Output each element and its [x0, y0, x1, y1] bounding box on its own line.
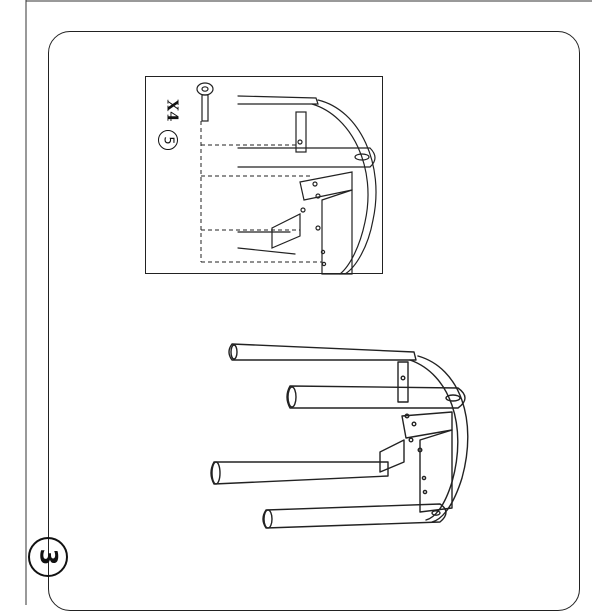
step-number-badge: 3 — [28, 537, 68, 577]
bolt-icon — [196, 82, 214, 122]
part-number-badge: 5 — [158, 130, 178, 150]
detail-inset — [145, 76, 383, 274]
